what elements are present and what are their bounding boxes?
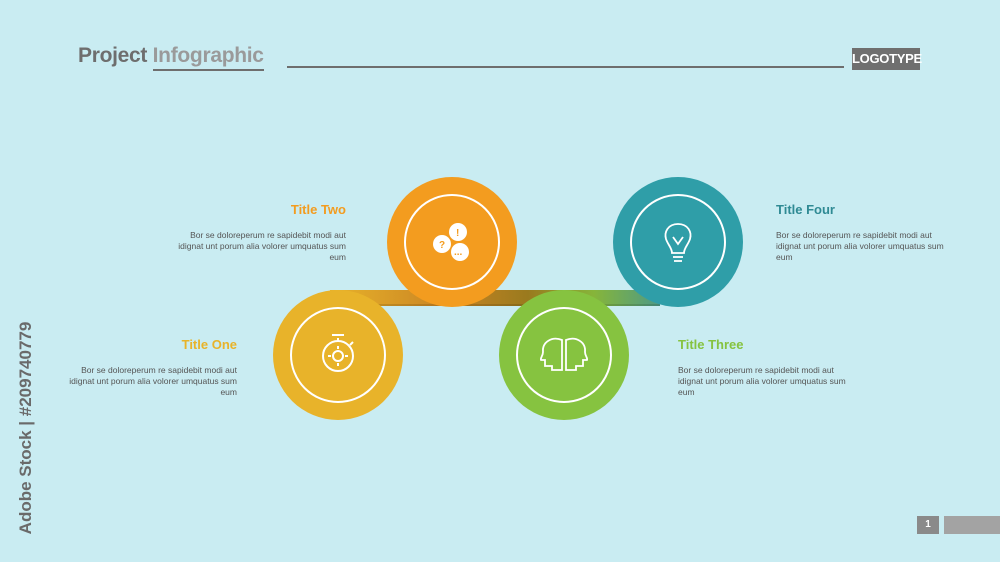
stopwatch-gear-icon	[322, 334, 354, 372]
logotype: LOGOTYPE	[852, 48, 922, 70]
step-title-three: Title Three	[678, 337, 744, 352]
step-circle-three	[499, 290, 629, 420]
svg-text:!: !	[456, 228, 459, 239]
page-title: Project Infographic	[78, 44, 264, 71]
step-text-one: Bor se doloreperum re sapidebit modi aut…	[69, 365, 237, 397]
step-title-one: Title One	[181, 337, 237, 352]
step-circle-two: ? ! ...	[387, 177, 517, 307]
header-divider	[287, 66, 844, 68]
page-title-part2: Infographic	[152, 44, 264, 71]
step-text-three: Bor se doloreperum re sapidebit modi aut…	[678, 365, 846, 397]
step-text-four: Bor se doloreperum re sapidebit modi aut…	[776, 230, 944, 262]
svg-text:...: ...	[454, 247, 463, 258]
step-title-four: Title Four	[776, 202, 835, 217]
speech-bubbles-icon: ? ! ...	[433, 223, 469, 261]
page-title-part1: Project	[78, 44, 153, 67]
page-footer-bar	[944, 516, 1000, 534]
svg-text:?: ?	[439, 240, 445, 251]
step-text-two: Bor se doloreperum re sapidebit modi aut…	[178, 230, 346, 262]
light-bulb-icon	[664, 223, 692, 262]
step-circle-four	[613, 177, 743, 307]
step-circle-one	[273, 290, 403, 420]
connector-band	[330, 290, 660, 306]
two-heads-icon	[539, 337, 589, 371]
step-title-two: Title Two	[290, 202, 346, 217]
page-number: 1	[917, 516, 939, 534]
